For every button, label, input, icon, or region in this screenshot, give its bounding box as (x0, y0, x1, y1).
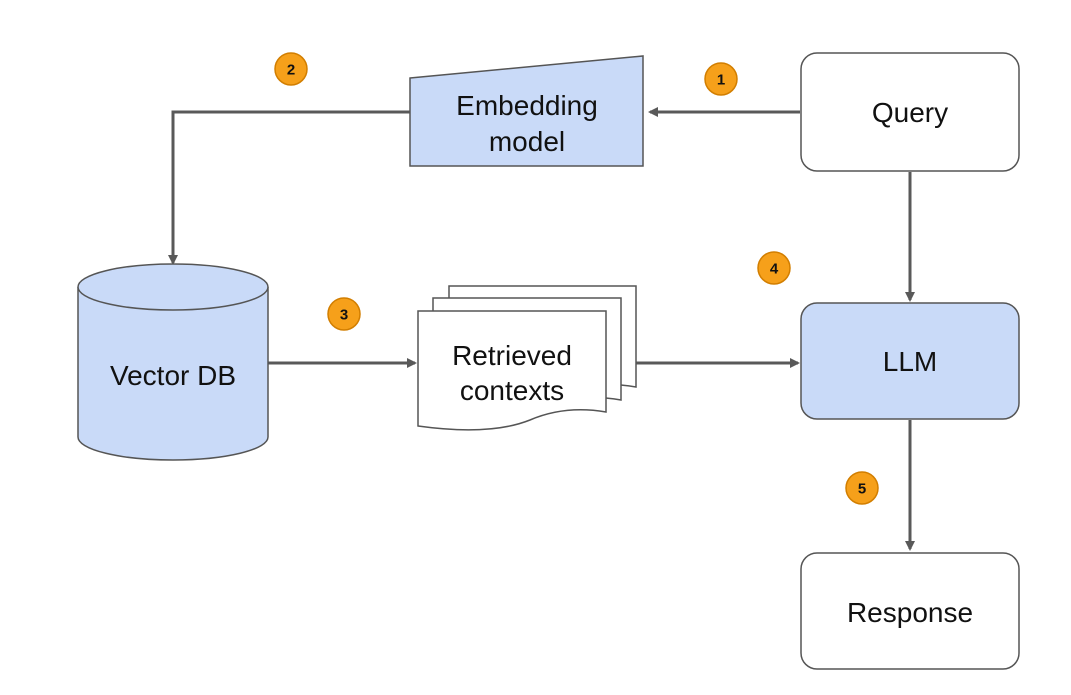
step-badge-5-label: 5 (858, 481, 866, 498)
step-badge-4: 4 (757, 251, 791, 285)
embedding-model-node: Embedding model (409, 55, 644, 167)
response-node: Response (800, 552, 1020, 670)
retrieved-contexts-label-line1: Retrieved (452, 340, 572, 371)
step-badge-4-label: 4 (770, 261, 779, 278)
llm-node: LLM (800, 302, 1020, 420)
arrow-embedding-to-vector-db (168, 110, 410, 265)
query-label: Query (872, 97, 948, 128)
step-badge-1: 1 (704, 62, 738, 96)
step-badge-1-label: 1 (717, 72, 725, 89)
retrieved-contexts-node: Retrieved contexts (417, 285, 637, 431)
response-label: Response (847, 597, 973, 628)
document-front-sheet (417, 310, 607, 431)
vector-db-label: Vector DB (110, 360, 236, 391)
step-badge-2: 2 (274, 52, 308, 86)
vector-db-node: Vector DB (77, 263, 269, 461)
retrieved-contexts-label-line2: contexts (460, 375, 564, 406)
step-badge-5: 5 (845, 471, 879, 505)
step-badge-3: 3 (327, 297, 361, 331)
llm-label: LLM (883, 346, 937, 377)
query-node: Query (800, 52, 1020, 172)
embedding-model-label-line2: model (489, 126, 565, 157)
step-badge-3-label: 3 (340, 307, 348, 324)
embedding-model-label-line1: Embedding (456, 90, 598, 121)
step-badge-2-label: 2 (287, 62, 295, 79)
